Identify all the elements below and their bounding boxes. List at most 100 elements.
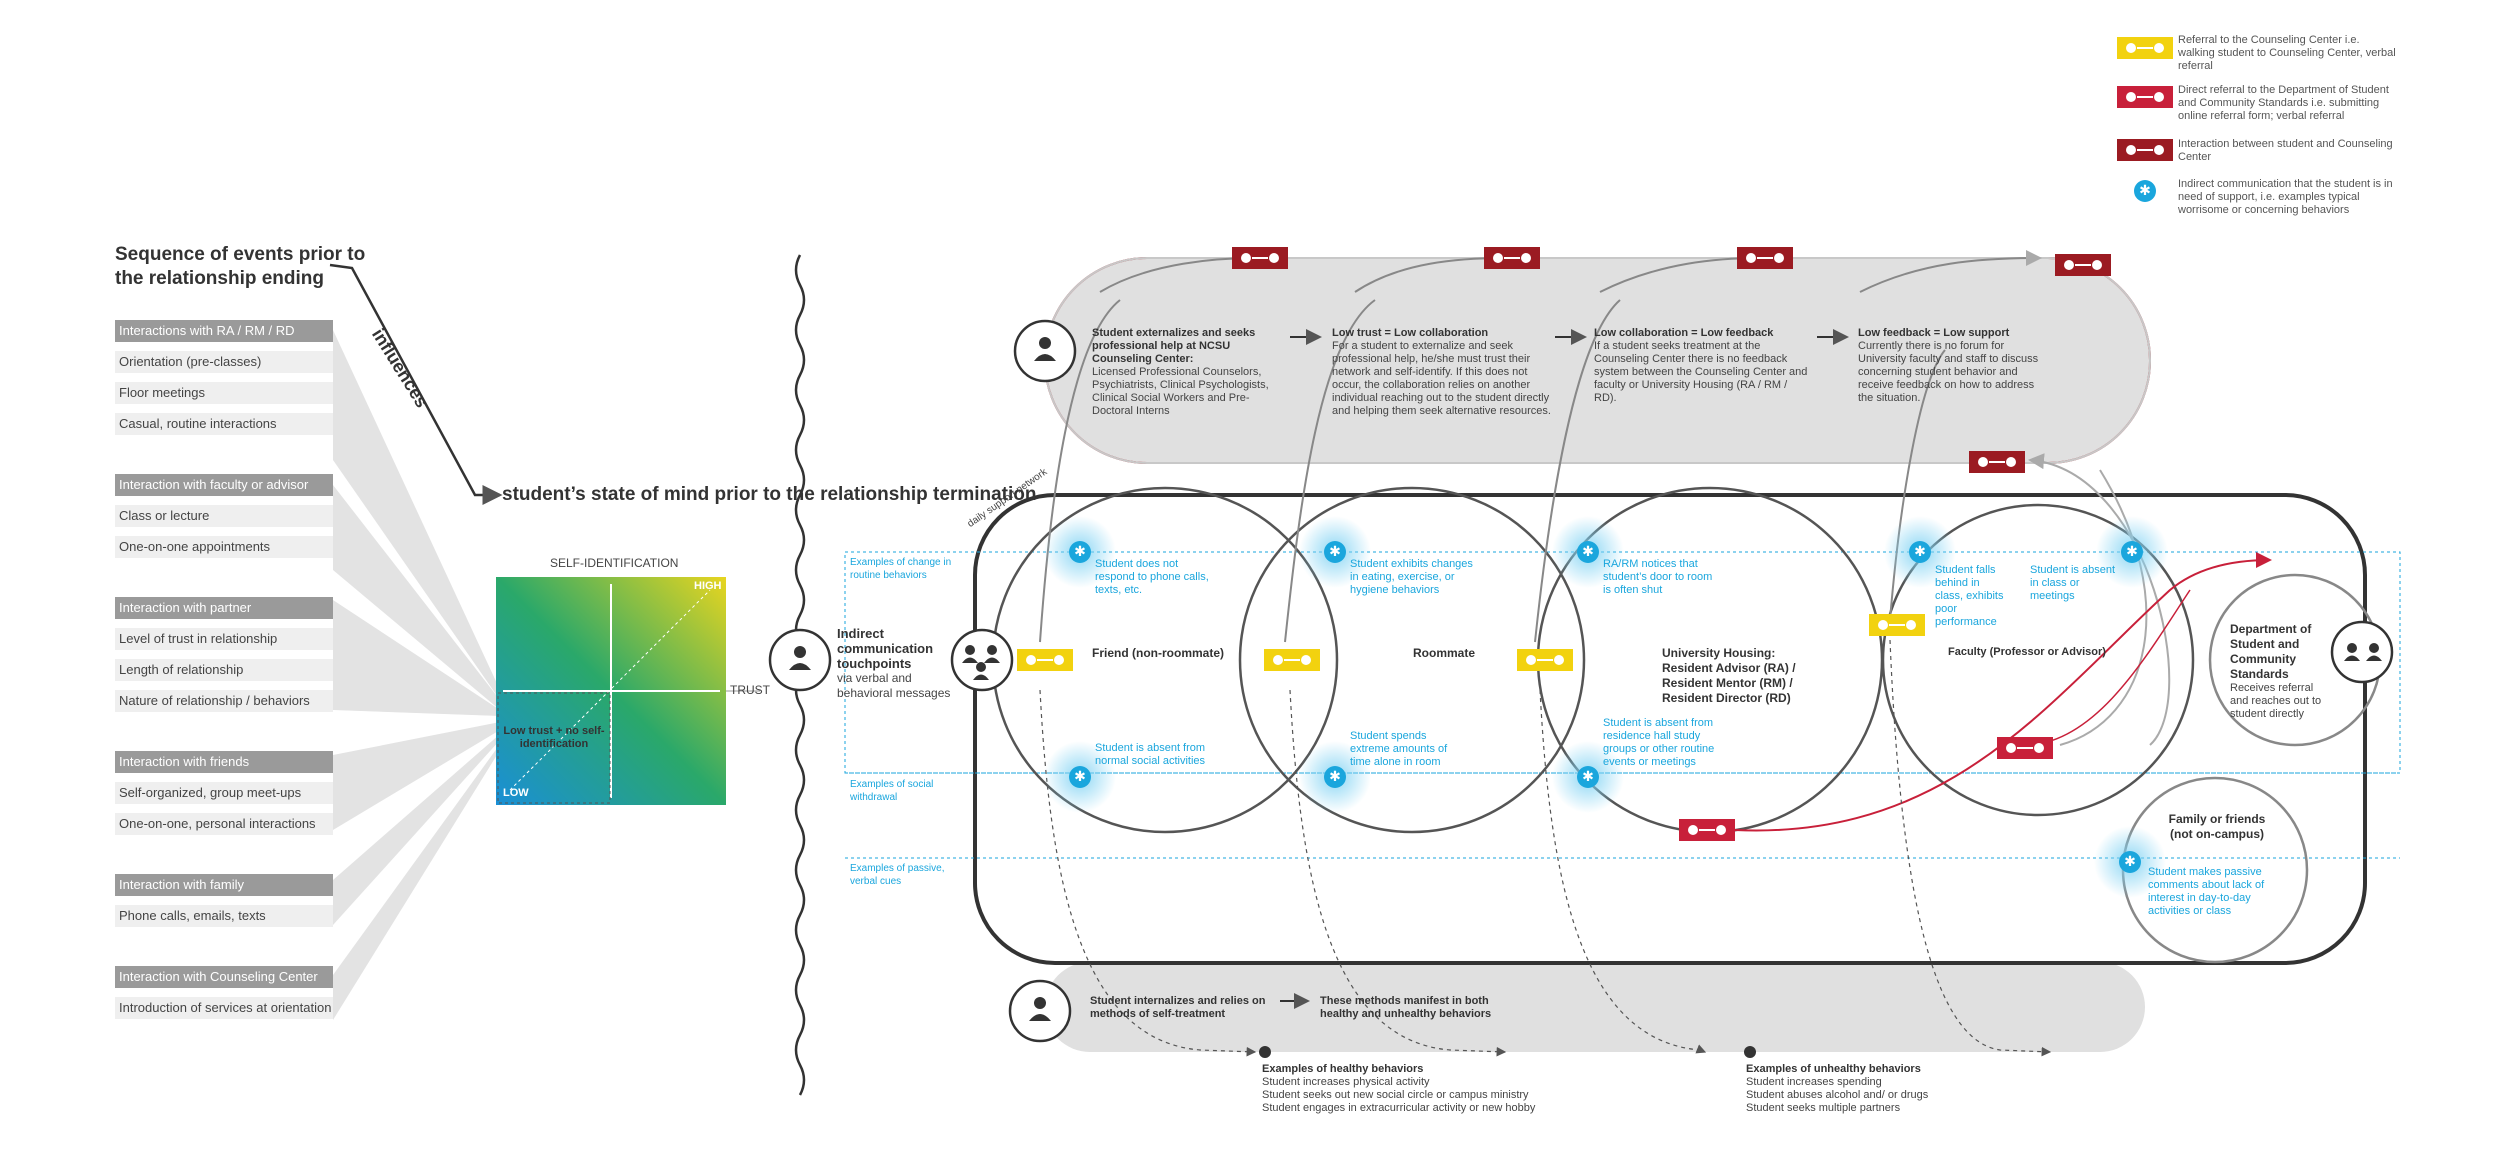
faculty-circle bbox=[1881, 503, 2195, 817]
group-head-family: Interaction with family bbox=[115, 874, 333, 896]
svg-text:✱: ✱ bbox=[1329, 769, 1341, 785]
healthy-behaviors: Examples of healthy behaviors Student in… bbox=[1262, 1063, 1562, 1115]
cue-faculty-1: Student falls behind in class, exhibits … bbox=[1935, 564, 2004, 628]
legend-direct-referral: Direct referral to the Department of Stu… bbox=[2178, 84, 2389, 122]
cue-housing-2: Student is absent from residence hall st… bbox=[1603, 717, 1715, 768]
housing-label: University Housing: Resident Advisor (RA… bbox=[1662, 646, 1796, 705]
dept-title: Department of Student and Community Stan… bbox=[2230, 622, 2312, 681]
cue-friend-2: Student is absent from normal social act… bbox=[1095, 742, 1206, 767]
indirect-touchpoints: Indirect communication touchpoints via v… bbox=[837, 626, 957, 701]
faculty-label: Faculty (Professor or Advisor) bbox=[1948, 646, 2106, 658]
svg-text:✱: ✱ bbox=[2139, 183, 2151, 199]
matrix-ylabel: SELF-IDENTIFICATION bbox=[550, 556, 679, 570]
top-node-2-title: Low trust = Low collaboration bbox=[1332, 327, 1489, 339]
legend-referral: Referral to the Counseling Center i.e. w… bbox=[2178, 34, 2396, 72]
list-item: Phone calls, emails, texts bbox=[115, 905, 333, 927]
top-node-4: Low feedback = Low support Currently the… bbox=[1858, 327, 2048, 405]
roommate-circle bbox=[1238, 486, 1586, 834]
list-item: Student seeks multiple partners bbox=[1746, 1102, 1901, 1114]
svg-text:✱: ✱ bbox=[1914, 544, 1926, 560]
svg-text:✱: ✱ bbox=[2124, 854, 2136, 870]
list-item: Orientation (pre-classes) bbox=[115, 351, 333, 373]
matrix-xlabel: TRUST bbox=[730, 683, 770, 697]
dept-body: Receives referral and reaches out to stu… bbox=[2230, 682, 2322, 720]
dept-text: Department of Student and Community Stan… bbox=[2230, 622, 2325, 721]
top-node-3-title: Low collaboration = Low feedback bbox=[1594, 327, 1774, 339]
cue-faculty-2: Student is absent in class or meetings bbox=[2030, 564, 2116, 602]
referral-badges bbox=[1017, 247, 2111, 841]
cue-housing-1: RA/RM notices that student’s door to roo… bbox=[1603, 558, 1713, 596]
list-item: Length of relationship bbox=[115, 659, 333, 681]
list-item: Student increases spending bbox=[1746, 1076, 1882, 1088]
group-head-faculty: Interaction with faculty or advisor bbox=[115, 474, 333, 496]
list-item: Nature of relationship / behaviors bbox=[115, 690, 333, 712]
network-icon bbox=[950, 628, 1014, 692]
top-node-3-body: If a student seeks treatment at the Coun… bbox=[1594, 340, 1808, 404]
list-item: Student seeks out new social circle or c… bbox=[1262, 1089, 1529, 1101]
cue-friend-1: Student does not respond to phone calls,… bbox=[1095, 558, 1209, 596]
student-icon bbox=[768, 628, 832, 692]
top-node-3: Low collaboration = Low feedback If a st… bbox=[1594, 327, 1809, 405]
list-item: Casual, routine interactions bbox=[115, 413, 333, 435]
indirect-title: Indirect communication touchpoints bbox=[837, 626, 934, 671]
bottom-node-2: These methods manifest in both healthy a… bbox=[1320, 995, 1492, 1020]
svg-text:✱: ✱ bbox=[1582, 769, 1594, 785]
support-network bbox=[973, 493, 2367, 965]
row-label-withdrawal: Examples of social withdrawal bbox=[850, 779, 934, 803]
group-head-counseling: Interaction with Counseling Center bbox=[115, 966, 333, 988]
friend-label: Friend (non-roommate) bbox=[1092, 646, 1224, 660]
internalize-icon bbox=[1008, 979, 1072, 1043]
externalize-icon bbox=[1013, 319, 1077, 383]
top-node-2-body: For a student to externalize and seek pr… bbox=[1332, 340, 1551, 417]
matrix-low: LOW bbox=[503, 787, 529, 799]
legend-swatches: ✱ bbox=[2117, 37, 2173, 202]
svg-text:✱: ✱ bbox=[1074, 544, 1086, 560]
svg-text:✱: ✱ bbox=[1329, 544, 1341, 560]
svg-text:✱: ✱ bbox=[2126, 544, 2138, 560]
list-item: One-on-one appointments bbox=[115, 536, 333, 558]
list-item: Floor meetings bbox=[115, 382, 333, 404]
influences-connector bbox=[329, 263, 503, 505]
family-label: Family or friends (not on-campus) bbox=[2168, 812, 2266, 841]
svg-text:✱: ✱ bbox=[1074, 769, 1086, 785]
state-of-mind-title: student’s state of mind prior to the rel… bbox=[502, 484, 1037, 505]
row-label-routine: Examples of change in routine behaviors bbox=[850, 557, 952, 581]
row-label-verbal: Examples of passive, verbal cues bbox=[850, 863, 945, 887]
cue-roommate-1: Student exhibits changes in eating, exer… bbox=[1350, 558, 1473, 596]
list-item: Student increases physical activity bbox=[1262, 1076, 1430, 1088]
healthy-title: Examples of healthy behaviors bbox=[1262, 1063, 1424, 1075]
matrix-note: Low trust + no self-identification bbox=[503, 725, 605, 750]
list-item: Self-organized, group meet-ups bbox=[115, 782, 333, 804]
list-item: Level of trust in relationship bbox=[115, 628, 333, 650]
top-node-4-body: Currently there is no forum for Universi… bbox=[1858, 340, 2039, 404]
group-head-friends: Interaction with friends bbox=[115, 751, 333, 773]
cue-family: Student makes passive comments about lac… bbox=[2148, 866, 2265, 917]
top-node-2: Low trust = Low collaboration For a stud… bbox=[1332, 327, 1557, 418]
indirect-body: via verbal and behavioral messages bbox=[837, 671, 951, 700]
cue-roommate-2: Student spends extreme amounts of time a… bbox=[1350, 730, 1448, 768]
top-node-1-body: Licensed Professional Counselors, Psychi… bbox=[1092, 366, 1269, 417]
dept-icon bbox=[2330, 620, 2394, 684]
list-item: Class or lecture bbox=[115, 505, 333, 527]
list-item: One-on-one, personal interactions bbox=[115, 813, 333, 835]
bottom-node-1: Student internalizes and relies on metho… bbox=[1090, 995, 1266, 1020]
roommate-label: Roommate bbox=[1413, 646, 1476, 660]
top-node-4-title: Low feedback = Low support bbox=[1858, 327, 2010, 339]
legend-interaction: Interaction between student and Counseli… bbox=[2178, 138, 2393, 163]
legend-indirect: Indirect communication that the student … bbox=[2178, 178, 2393, 216]
unhealthy-title: Examples of unhealthy behaviors bbox=[1746, 1063, 1921, 1075]
top-node-1-title: Student externalizes and seeks professio… bbox=[1092, 327, 1256, 365]
list-item: Student engages in extracurricular activ… bbox=[1262, 1102, 1536, 1114]
matrix-high: HIGH bbox=[694, 580, 722, 592]
indirect-markers: ✱ ✱ ✱ ✱ ✱ ✱ ✱ ✱ ✱ bbox=[1044, 516, 2168, 898]
avatar-icons bbox=[768, 319, 2394, 1043]
unhealthy-behaviors: Examples of unhealthy behaviors Student … bbox=[1746, 1063, 2046, 1115]
list-item: Student abuses alcohol and/ or drugs bbox=[1746, 1089, 1929, 1101]
group-head-ra: Interactions with RA / RM / RD bbox=[115, 320, 333, 342]
sequence-title: Sequence of events prior to the relation… bbox=[115, 244, 366, 289]
influence-funnel bbox=[333, 330, 500, 1020]
top-node-1: Student externalizes and seeks professio… bbox=[1092, 327, 1287, 418]
list-item: Introduction of services at orientation bbox=[115, 997, 333, 1019]
group-head-partner: Interaction with partner bbox=[115, 597, 333, 619]
